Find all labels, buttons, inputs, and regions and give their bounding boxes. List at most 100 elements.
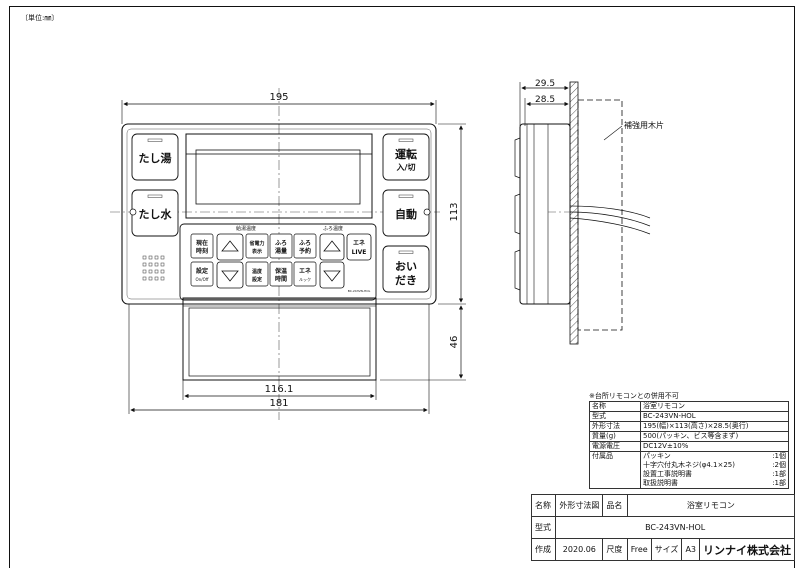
spec-key: 名称	[589, 401, 641, 412]
speaker-grille-icon	[142, 255, 165, 281]
svg-text:湯量: 湯量	[275, 247, 287, 255]
kyuto-temp-down-button[interactable]	[216, 261, 244, 289]
dim-depth-body-label: 28.5	[535, 95, 555, 105]
spec-key: 付属品	[589, 451, 641, 489]
svg-text:On/Off: On/Off	[196, 277, 209, 282]
side-button-profile	[514, 137, 521, 179]
display-outline	[185, 133, 373, 219]
company-name: リンナイ株式会社	[699, 538, 795, 561]
furo-temp-up-button[interactable]	[319, 233, 345, 261]
button-panel	[179, 223, 377, 301]
furo-yoyaku-button[interactable]: ふろ 予約	[293, 233, 317, 259]
title-model-label: 型式	[530, 516, 557, 539]
accessory-item: 設置工事説明書:1部	[643, 470, 786, 478]
dim-cover-width-label: 116.1	[265, 384, 294, 395]
unten-button[interactable]: 運転 入/切	[382, 133, 430, 181]
title-scale-label: 尺度	[602, 538, 628, 561]
oidaki-button[interactable]: おい だき	[382, 245, 430, 293]
dim-cover-height-label: 46	[449, 336, 460, 349]
spec-row: 名称浴室リモコン	[589, 401, 789, 412]
triangle-up-icon	[221, 240, 239, 252]
spec-value: 500(パッキン、ビス等含まず)	[640, 431, 789, 442]
jido-button[interactable]: 自動	[382, 189, 430, 237]
drawing-frame	[9, 6, 795, 568]
svg-text:エネ: エネ	[353, 239, 365, 247]
ene-live-button[interactable]: エネ LIVE	[346, 233, 372, 261]
dim-height-label: 113	[449, 202, 460, 221]
furo-temp-down-button[interactable]	[319, 261, 345, 289]
spec-value: DC12V±10%	[640, 441, 789, 452]
model-label-small: BC-243VN-HOL	[348, 289, 371, 293]
title-model-value: BC-243VN-HOL	[555, 516, 795, 539]
svg-text:たし水: たし水	[139, 207, 173, 221]
display-screen	[195, 149, 361, 205]
tashi-yu-button[interactable]: たし湯	[131, 133, 179, 181]
spec-value: 195(幅)×113(高さ)×28.5(奥行)	[640, 421, 789, 432]
accessory-item: 取扱説明書:1部	[643, 479, 786, 487]
hoon-jikan-button[interactable]: 保温 時間	[269, 261, 293, 287]
title-made-value: 2020.06	[555, 538, 604, 561]
wall-section	[569, 81, 579, 345]
remote-side-body	[519, 123, 571, 305]
dim-width-label: 195	[269, 92, 288, 103]
spec-value: BC-243VN-HOL	[640, 411, 789, 422]
title-block: 名称 外形寸法図 品名 浴室リモコン 型式 BC-243VN-HOL 作成 20…	[530, 494, 796, 561]
kyuto-temp-up-button[interactable]	[216, 233, 244, 261]
wall-label: 補強用木片	[624, 120, 664, 130]
screw-icon	[423, 208, 431, 216]
svg-text:たし湯: たし湯	[139, 151, 172, 165]
svg-text:温度: 温度	[252, 268, 263, 275]
spec-key: 外形寸法	[589, 421, 641, 432]
indicator-lamp-icon	[398, 138, 414, 142]
svg-text:予約: 予約	[299, 247, 311, 255]
accessory-list: パッキン:1個 十字穴付丸木ネジ(φ4.1×25):2個 設置工事説明書:1部 …	[640, 451, 789, 489]
svg-text:ルック: ルック	[299, 276, 311, 282]
svg-text:ふろ: ふろ	[275, 240, 287, 247]
svg-text:省電力: 省電力	[248, 240, 264, 247]
triangle-down-icon	[323, 270, 341, 282]
title-product-label: 品名	[602, 494, 628, 517]
shoudenryoku-button[interactable]: 省電力 表示	[245, 233, 269, 259]
indicator-lamp-icon	[147, 138, 163, 142]
ene-look-button[interactable]: エネ ルック	[293, 261, 317, 287]
indicator-lamp-icon	[398, 194, 414, 198]
svg-text:運転: 運転	[395, 147, 417, 161]
triangle-up-icon	[323, 240, 341, 252]
svg-text:自動: 自動	[395, 207, 417, 221]
indicator-lamp-icon	[398, 250, 414, 254]
cable-line	[569, 205, 651, 219]
svg-text:エネ: エネ	[299, 267, 311, 275]
svg-text:ふろ: ふろ	[299, 240, 311, 247]
title-name-label: 名称	[530, 494, 557, 517]
spec-note: ※台所リモコンとの併用不可	[589, 392, 679, 400]
ondo-settei-button[interactable]: 温度 設定	[245, 261, 269, 287]
settei-onoff-button[interactable]: 設定 On/Off	[190, 261, 214, 287]
svg-text:現在: 現在	[196, 239, 208, 247]
furo-yuryo-button[interactable]: ふろ 湯量	[269, 233, 293, 259]
title-size-label: サイズ	[650, 538, 683, 561]
svg-text:設定: 設定	[196, 267, 208, 275]
svg-text:おい: おい	[395, 260, 417, 273]
genzai-jikoku-button[interactable]: 現在 時刻	[190, 233, 214, 259]
indicator-lamp-icon	[147, 194, 163, 198]
svg-text:時間: 時間	[275, 275, 287, 283]
spec-key: 質量(g)	[589, 431, 641, 442]
spec-key: 電源電圧	[589, 441, 641, 452]
tashi-mizu-button[interactable]: たし水	[131, 189, 179, 237]
screw-icon	[129, 208, 137, 216]
remote-outline	[121, 123, 437, 305]
svg-text:時刻: 時刻	[196, 247, 208, 255]
spec-value: 浴室リモコン	[640, 401, 789, 412]
wood-reinforcement	[577, 99, 623, 331]
section-label-kyuto: 給湯温度	[236, 225, 256, 232]
dim-depth-total-label: 29.5	[535, 79, 555, 89]
accessory-item: パッキン:1個	[643, 452, 786, 460]
title-name-value: 外形寸法図	[555, 494, 604, 517]
dim-bottom-width-label: 181	[269, 398, 288, 409]
triangle-down-icon	[221, 270, 239, 282]
svg-text:LIVE: LIVE	[352, 249, 367, 256]
